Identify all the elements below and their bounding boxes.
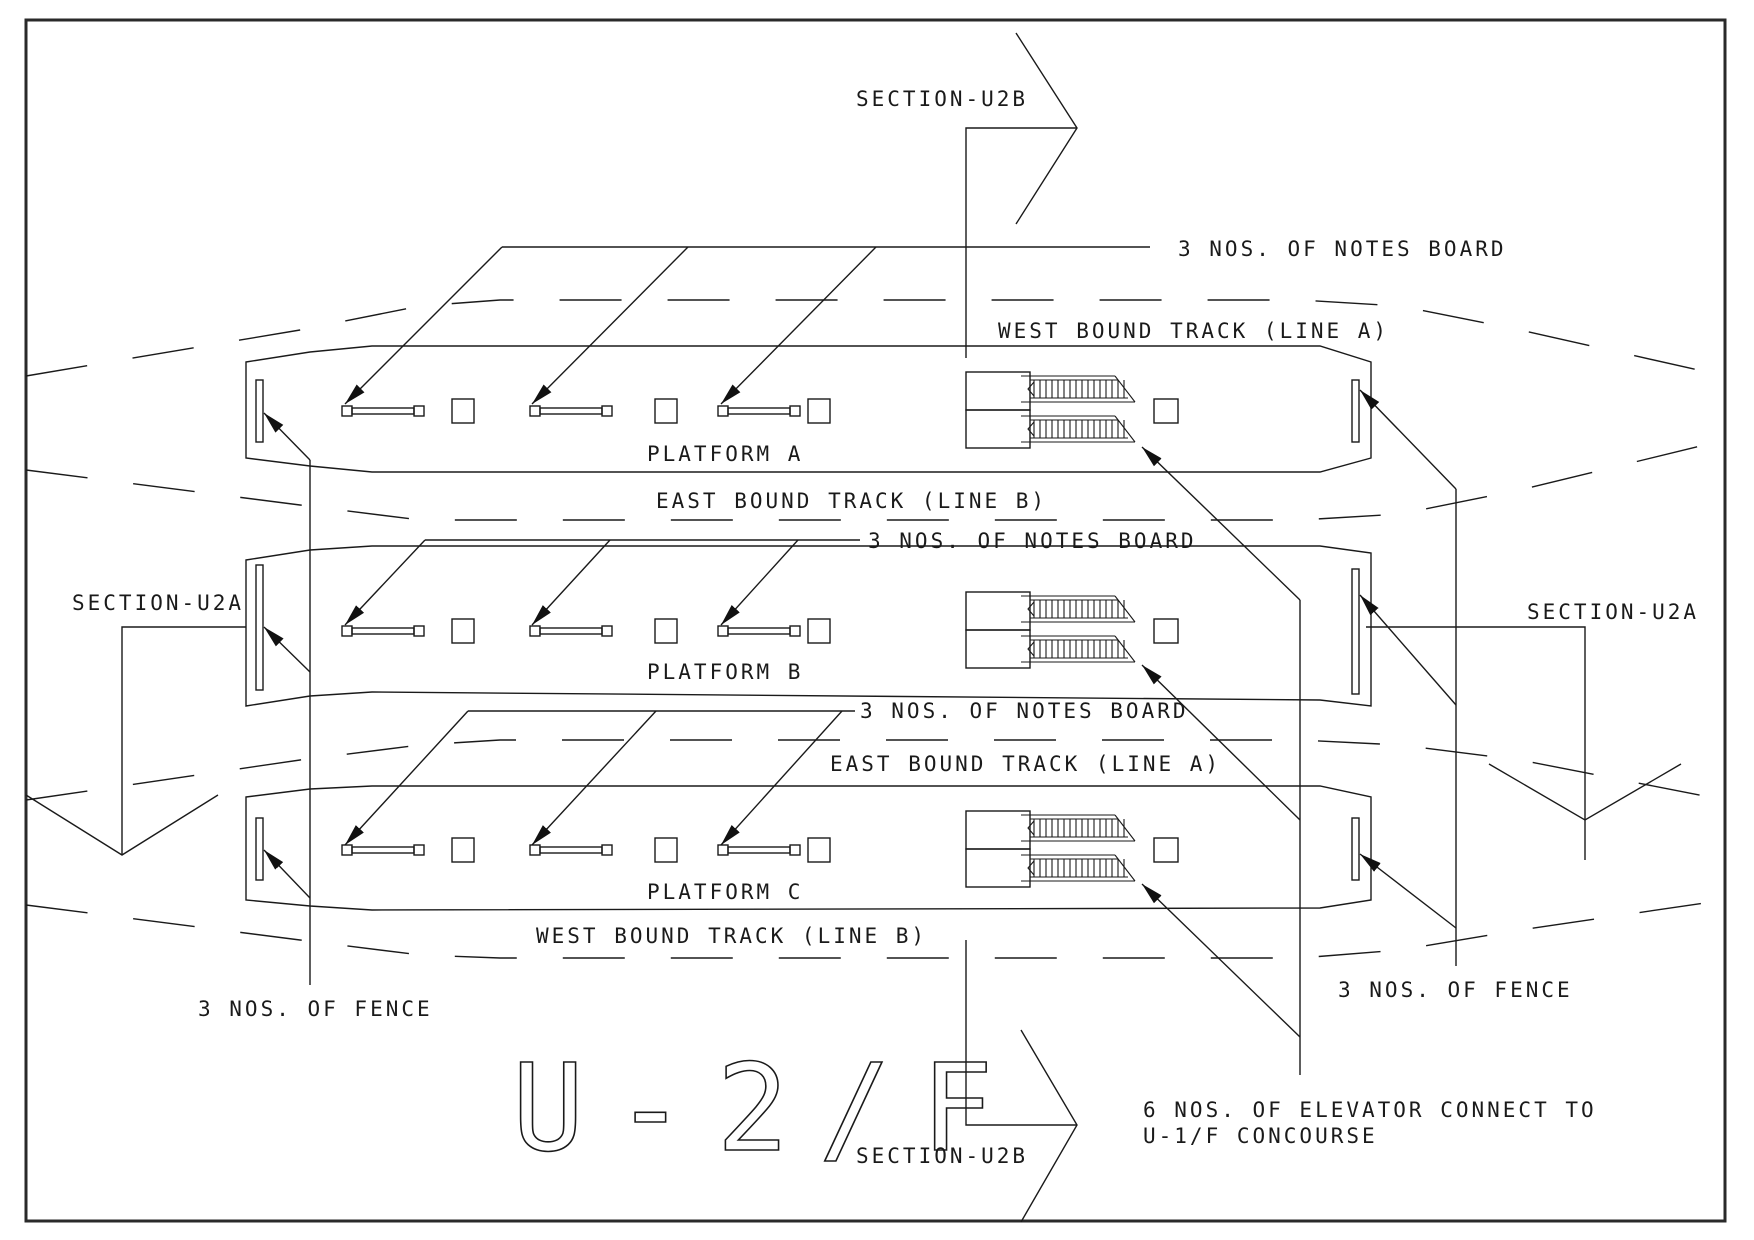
- elevator-label-line1: 6 NOS. OF ELEVATOR CONNECT TO: [1143, 1098, 1597, 1122]
- notes-board-end: [413, 625, 425, 637]
- fence-a-left: [255, 379, 264, 443]
- escalator-end: [1114, 814, 1136, 842]
- elevator-shaft: [965, 629, 1031, 669]
- notes-board-label-c: 3 NOS. OF NOTES BOARD: [860, 699, 1189, 723]
- elevator-leaders: [1141, 446, 1301, 1075]
- column-pillar: [451, 837, 475, 863]
- elevator-shaft: [965, 848, 1031, 888]
- column-pillar: [1153, 618, 1179, 644]
- notes-board: [727, 846, 791, 854]
- drawing-frame: [24, 18, 1727, 1223]
- notes-board: [351, 407, 415, 415]
- notes-board-end: [341, 844, 353, 856]
- platform-a: [245, 345, 1372, 473]
- column-pillar: [1153, 837, 1179, 863]
- column-pillar: [654, 618, 678, 644]
- notes-board-end: [529, 405, 541, 417]
- notes-board-label-a: 3 NOS. OF NOTES BOARD: [1178, 237, 1507, 261]
- column-pillar: [654, 398, 678, 424]
- fence-label-right: 3 NOS. OF FENCE: [1338, 978, 1573, 1002]
- notes-board-end: [529, 625, 541, 637]
- notes-board-end: [789, 844, 801, 856]
- notes-board-end: [601, 625, 613, 637]
- track-label-west-line-a: WEST BOUND TRACK (LINE A): [998, 319, 1389, 343]
- section-u2a-label-right: SECTION-U2A: [1527, 600, 1699, 624]
- notes-board: [539, 407, 603, 415]
- platform-label-a: PLATFORM A: [647, 442, 803, 466]
- platform-b: [245, 545, 1372, 707]
- notes-board-end: [413, 405, 425, 417]
- notes-board-end: [601, 844, 613, 856]
- escalator-comb: [1027, 820, 1035, 836]
- escalator-comb: [1027, 860, 1035, 876]
- notes-board-end: [601, 405, 613, 417]
- fence-b-left: [255, 564, 264, 691]
- notes-board-end: [789, 625, 801, 637]
- notes-board: [727, 407, 791, 415]
- column-pillar: [451, 618, 475, 644]
- elevator-shaft: [965, 409, 1031, 449]
- notes-board: [539, 627, 603, 635]
- section-u2b-label-top: SECTION-U2B: [856, 87, 1028, 111]
- fence-leaders: [263, 389, 1457, 985]
- notes-board-end: [789, 405, 801, 417]
- notes-board-end: [529, 844, 541, 856]
- section-u2a-marker-right: [1366, 626, 1682, 860]
- column-pillar: [807, 398, 831, 424]
- track-lines: [25, 299, 1726, 959]
- track-line-east-a: [25, 739, 1726, 801]
- fence-label-left: 3 NOS. OF FENCE: [198, 997, 433, 1021]
- notes-board-end: [341, 625, 353, 637]
- fence-b-right: [1351, 568, 1360, 695]
- escalator-end: [1114, 595, 1136, 623]
- notes-board-end: [413, 844, 425, 856]
- elevator-shaft: [965, 371, 1031, 411]
- notes-board-end: [717, 844, 729, 856]
- platform-c: [245, 785, 1372, 911]
- floor-title: U-2/F: [512, 1040, 1023, 1179]
- elevator-label-line2: U-1/F CONCOURSE: [1143, 1124, 1378, 1148]
- notes-board: [539, 846, 603, 854]
- notes-board: [351, 627, 415, 635]
- section-u2b-marker-top: [965, 32, 1078, 358]
- column-pillar: [1153, 398, 1179, 424]
- notes-board-end: [717, 405, 729, 417]
- section-u2a-marker-left: [25, 626, 246, 856]
- escalator-end: [1114, 854, 1136, 882]
- escalator-comb: [1027, 641, 1035, 657]
- section-u2a-label-left: SECTION-U2A: [72, 591, 244, 615]
- column-pillar: [807, 618, 831, 644]
- section-u2b-marker-bottom: [965, 940, 1078, 1223]
- notes-board-end: [717, 625, 729, 637]
- notes-board: [727, 627, 791, 635]
- escalator-end: [1114, 415, 1136, 443]
- platform-label-c: PLATFORM C: [647, 880, 803, 904]
- column-pillar: [654, 837, 678, 863]
- elevator-shaft: [965, 591, 1031, 631]
- notes-board-leaders: [344, 246, 1150, 846]
- track-line-west-b: [25, 899, 1726, 959]
- notes-board: [351, 846, 415, 854]
- elevator-shaft: [965, 810, 1031, 850]
- platform-label-b: PLATFORM B: [647, 660, 803, 684]
- fence-c-left: [255, 817, 264, 881]
- column-pillar: [807, 837, 831, 863]
- section-u2b-label-bottom: SECTION-U2B: [856, 1144, 1028, 1168]
- escalator-end: [1114, 635, 1136, 663]
- track-label-east-line-a: EAST BOUND TRACK (LINE A): [830, 752, 1221, 776]
- notes-board-end: [341, 405, 353, 417]
- platform-furniture: [341, 371, 1179, 888]
- escalator-comb: [1027, 601, 1035, 617]
- track-line-east-b-upper: [25, 439, 1726, 521]
- track-line-west-a: [25, 299, 1726, 377]
- escalator-comb: [1027, 381, 1035, 397]
- track-label-east-line-b: EAST BOUND TRACK (LINE B): [656, 489, 1047, 513]
- fence-c-right: [1351, 817, 1360, 881]
- fence-a-right: [1351, 379, 1360, 443]
- notes-board-label-b: 3 NOS. OF NOTES BOARD: [868, 529, 1197, 553]
- track-label-west-line-b: WEST BOUND TRACK (LINE B): [536, 924, 927, 948]
- column-pillar: [451, 398, 475, 424]
- escalator-comb: [1027, 421, 1035, 437]
- escalator-end: [1114, 375, 1136, 403]
